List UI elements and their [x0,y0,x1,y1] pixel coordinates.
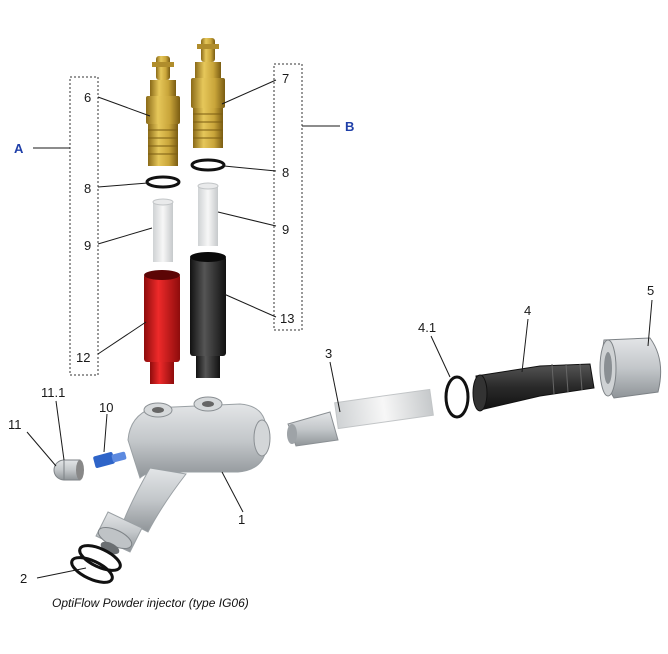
label-part-12: 12 [76,350,90,365]
o-ring-8-right [190,158,226,172]
group-b-box [273,63,303,331]
label-part-4-1: 4.1 [418,320,436,335]
label-part-3: 3 [325,346,332,361]
label-part-13: 13 [280,311,294,326]
group-label-a: A [14,141,24,156]
figure-caption: OptiFlow Powder injector (type IG06) [52,596,249,610]
label-part-6: 6 [84,90,91,105]
brass-connector-6 [146,56,180,166]
label-part-9-left: 9 [84,238,91,253]
nozzle-4 [472,363,595,412]
injector-body-1 [95,396,271,555]
label-part-2: 2 [20,571,27,586]
black-sleeve-13 [190,252,226,378]
label-part-5: 5 [647,283,654,298]
group-label-b: B [345,119,354,134]
cap-nut-5 [599,337,662,399]
label-part-8-right: 8 [282,165,289,180]
label-part-1: 1 [238,512,245,527]
o-ring-4-1 [444,375,470,419]
label-part-11-1: 11.1 [41,385,65,400]
label-part-4: 4 [524,303,531,318]
o-ring-2b [70,556,114,584]
plug-11 [53,459,84,481]
o-ring-8-left [145,175,181,189]
o-ring-2a [78,544,122,572]
sleeve-9-right [197,182,219,246]
sleeve-9-left [152,198,174,262]
label-part-7: 7 [282,71,289,86]
brass-connector-7 [191,38,225,148]
blue-screw-10 [93,451,127,468]
red-sleeve-12 [144,270,180,384]
label-part-10: 10 [99,400,113,415]
label-part-11: 11 [8,417,22,432]
group-a-box [69,76,99,376]
tube-3 [287,388,434,447]
label-part-8-left: 8 [84,181,91,196]
label-part-9-right: 9 [282,222,289,237]
